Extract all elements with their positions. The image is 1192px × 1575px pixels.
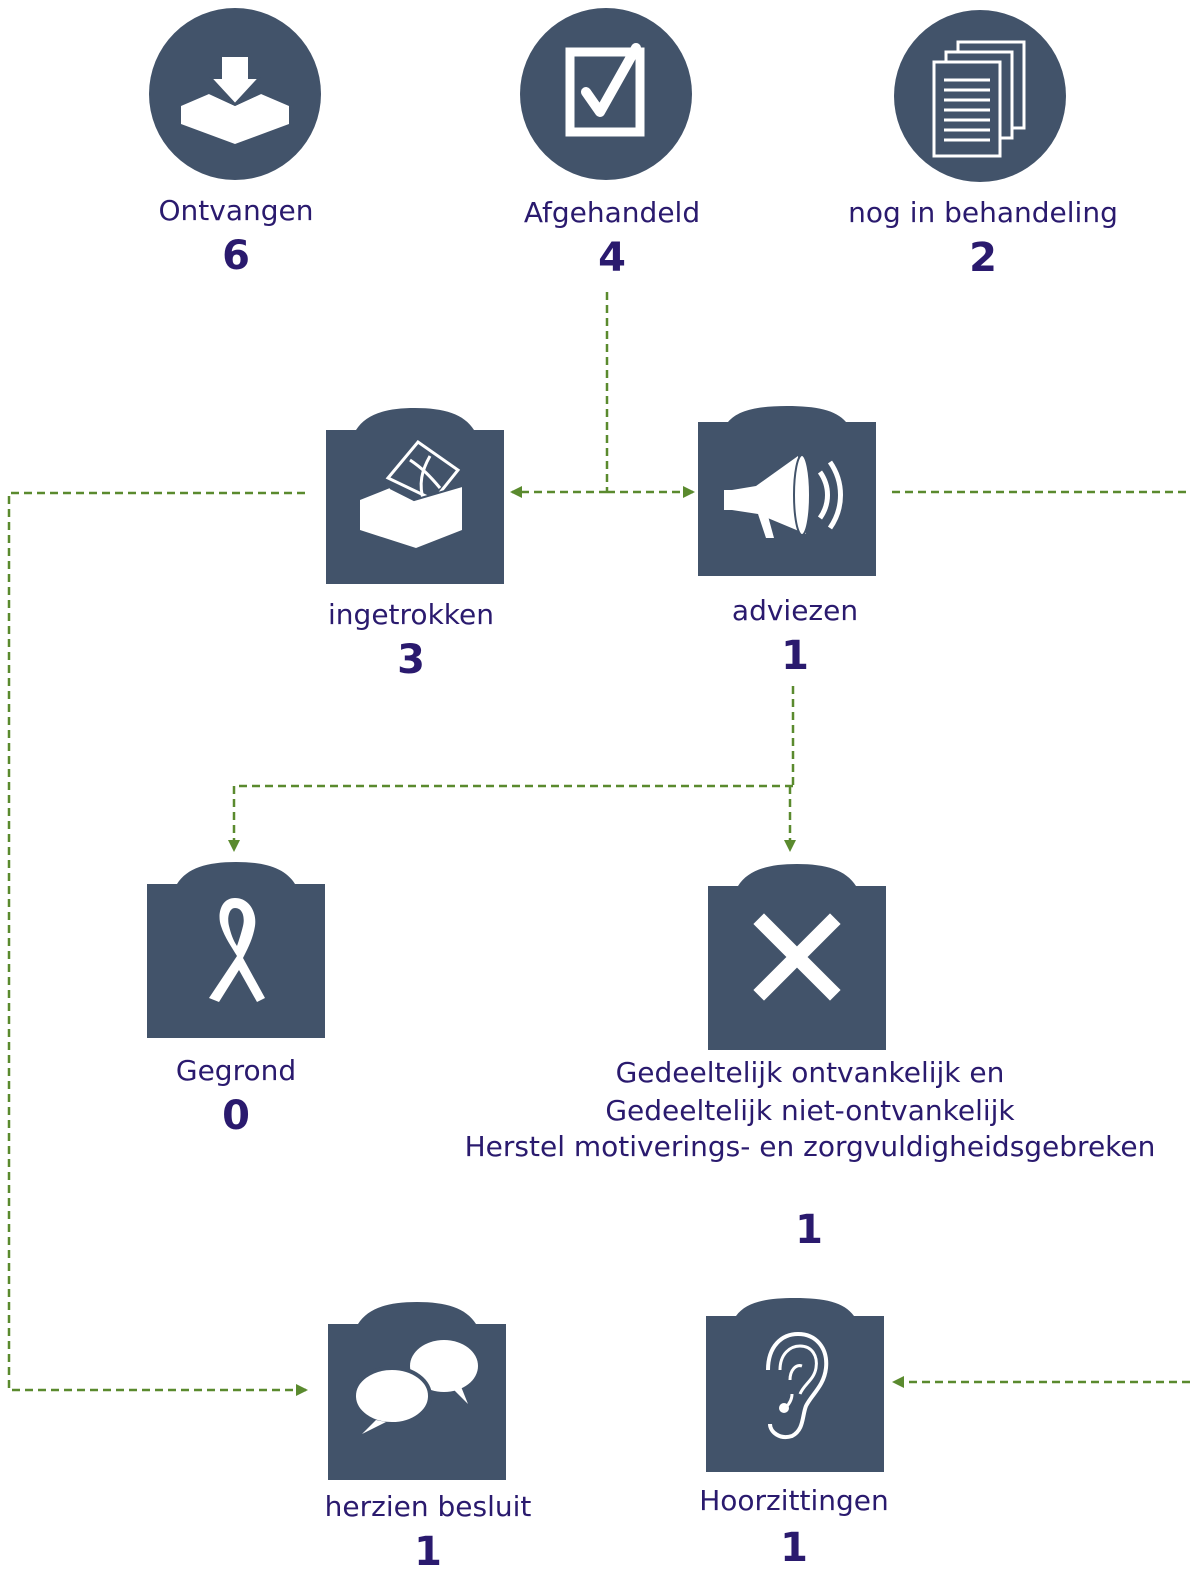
founded-count: 0 [222, 1093, 250, 1139]
handled-count: 4 [598, 235, 626, 281]
partial-label-line3: Herstel motiverings- en zorgvuldigheidsg… [464, 1130, 1156, 1163]
founded-label: Gegrond [175, 1054, 297, 1087]
revised-count: 1 [414, 1529, 442, 1575]
partial-tile [708, 864, 886, 1050]
checkbox-icon [565, 43, 645, 137]
connector-withdrawn-to-revised [7, 491, 308, 1396]
ballot-box-icon [360, 439, 463, 548]
withdrawn-tile [326, 408, 504, 584]
advice-count: 1 [781, 633, 809, 679]
hearings-tile [706, 1298, 884, 1472]
received-icon-circle [149, 8, 321, 180]
advice-tile [698, 406, 876, 576]
handled-icon-circle [520, 8, 692, 180]
x-mark-icon [753, 913, 841, 1001]
revised-label: herzien besluit [324, 1490, 532, 1523]
inbox-download-icon [181, 55, 289, 144]
pending-icon-circle [894, 10, 1066, 182]
ear-icon [766, 1331, 829, 1439]
handled-label: Afgehandeld [523, 196, 701, 229]
partial-label-line1: Gedeeltelijk ontvankelijk en [615, 1056, 1005, 1089]
revised-tile [328, 1302, 506, 1480]
speech-bubbles-icon [352, 1340, 478, 1434]
hearings-count: 1 [780, 1525, 808, 1571]
megaphone-icon [724, 454, 843, 538]
received-label: Ontvangen [158, 194, 314, 227]
pending-count: 2 [969, 235, 997, 281]
documents-icon [932, 40, 1026, 158]
hearings-label: Hoorzittingen [699, 1484, 889, 1517]
advice-label: adviezen [731, 594, 859, 627]
withdrawn-count: 3 [397, 637, 425, 683]
received-count: 6 [222, 233, 250, 279]
withdrawn-label: ingetrokken [328, 598, 494, 631]
founded-tile [147, 862, 325, 1038]
ribbon-icon [209, 898, 265, 1002]
pending-label: nog in behandeling [848, 196, 1118, 229]
partial-label-line2: Gedeeltelijk niet-ontvankelijk [605, 1094, 1015, 1127]
partial-count: 1 [795, 1207, 823, 1253]
